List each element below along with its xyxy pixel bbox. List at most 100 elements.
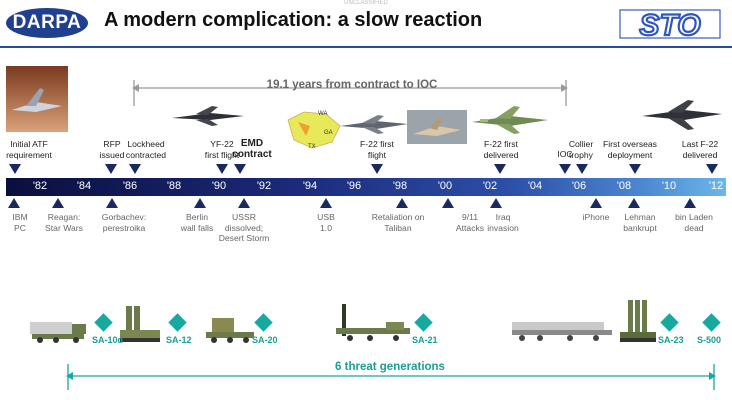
yf22-jet-image (172, 106, 244, 126)
span-arrow (132, 80, 568, 106)
event-label-line: Gorbachev: (101, 212, 147, 222)
sto-logo-text: STO (639, 9, 700, 42)
threat-label: SA-10d (92, 335, 124, 345)
event-label-line: delivered (483, 149, 519, 160)
event-marker-down (9, 164, 21, 174)
classification-marking: UNCLASSIFIED (344, 0, 388, 6)
event-label-line: trophy (569, 149, 593, 160)
event-label-line: Taliban (384, 222, 412, 233)
event-label-line: USSR (232, 212, 256, 222)
event-label-line: requirement (6, 149, 52, 160)
event-reagan-star-wars: Reagan:Star Wars (45, 212, 83, 233)
event-label-line: issued (99, 149, 125, 160)
threat-diamond-marker (702, 313, 721, 332)
event-label-line: contracted (125, 149, 167, 160)
event-label-line: F-22 first (360, 139, 394, 149)
threat-label: SA-23 (658, 335, 684, 345)
event-marker-up (684, 198, 696, 208)
threat-diamond-marker (168, 313, 187, 332)
event-label-line: YF-22 (210, 139, 234, 149)
sa-10d-launcher-image (30, 322, 86, 343)
map-label-wa: WA (318, 111, 327, 117)
event-marker-down (706, 164, 718, 174)
event-label-line: IOC (557, 149, 573, 159)
threat-label: SA-20 (252, 335, 278, 345)
event-label-line: RFP (103, 139, 121, 149)
timeline-year: '00 (437, 180, 453, 192)
header-rule (0, 46, 732, 48)
event-label-line: F-22 first (484, 139, 518, 149)
event-marker-down (129, 164, 141, 174)
event-label-line: Star Wars (45, 222, 83, 233)
threat-label: SA-21 (412, 335, 438, 345)
timeline-year: '88 (166, 180, 182, 192)
generations-bracket (66, 364, 716, 390)
threat-label: SA-12 (166, 335, 192, 345)
timeline-year: '94 (302, 180, 318, 192)
event-label-line: IBM (12, 212, 28, 222)
event-marker-up (8, 198, 20, 208)
threat-diamond-marker (660, 313, 679, 332)
event-label-line: dead (684, 222, 704, 233)
event-marker-up (320, 198, 332, 208)
sa-12-launcher-image (120, 306, 160, 342)
event-label-line: Berlin (186, 212, 208, 222)
event-label-line: Iraq (495, 212, 511, 222)
event-label-line: flight (367, 149, 387, 160)
event-ioc: IOC (557, 149, 572, 160)
atf-concept-illustration (6, 66, 68, 132)
timeline-year: '84 (76, 180, 92, 192)
event-iphone: iPhone (583, 212, 610, 223)
event-label-line: PC (14, 222, 26, 233)
event-label-line: invasion (487, 222, 519, 233)
event-label-line: perestroika (102, 222, 146, 233)
event-label-line: First overseas (603, 139, 657, 149)
event-label-line: Collier (568, 139, 594, 149)
timeline-year: '04 (527, 180, 543, 192)
sa-23-launcher-image (620, 300, 656, 342)
threat-diamond-marker (254, 313, 273, 332)
us-map-image: WA GA TX (287, 111, 341, 150)
span-label: 19.1 years from contract to IOC (266, 79, 438, 91)
event-label-line: 9/11 (461, 212, 479, 222)
event-label-line: first flight (204, 149, 240, 160)
threat-diamond-marker (414, 313, 433, 332)
event-label-line: Last F-22 (681, 139, 719, 149)
event-label-line: EMD (240, 138, 264, 149)
event-marker-up (194, 198, 206, 208)
event-label-line: Lockheed (127, 139, 165, 149)
event-label-line: bin Laden (675, 212, 713, 222)
event-label-line: Lehman (624, 212, 656, 222)
event-marker-up (52, 198, 64, 208)
event-label-line: Attacks (455, 222, 485, 233)
timeline-year: '12 (708, 180, 724, 192)
event-label-line: Reagan: (47, 212, 81, 222)
timeline-year: '98 (392, 180, 408, 192)
map-label-ga: GA (324, 130, 333, 136)
threat-diamond-marker (94, 313, 113, 332)
f22-first-flight-image (340, 115, 408, 134)
sa-21-launcher-image (336, 304, 410, 341)
event-marker-down (371, 164, 383, 174)
event-label-line: deployment (607, 149, 653, 160)
event-marker-up (442, 198, 454, 208)
timeline-year: '06 (571, 180, 587, 192)
event-label-line: dissolved; (224, 222, 264, 233)
generations-label: 6 threat generations (335, 361, 445, 373)
f22-delivery-photo (407, 110, 467, 144)
event-label-line: Initial ATF (10, 139, 48, 149)
event-label-line: Desert Storm (218, 233, 270, 243)
f22-camo-image (472, 106, 548, 134)
slide-title: A modern complication: a slow reaction (104, 9, 483, 31)
